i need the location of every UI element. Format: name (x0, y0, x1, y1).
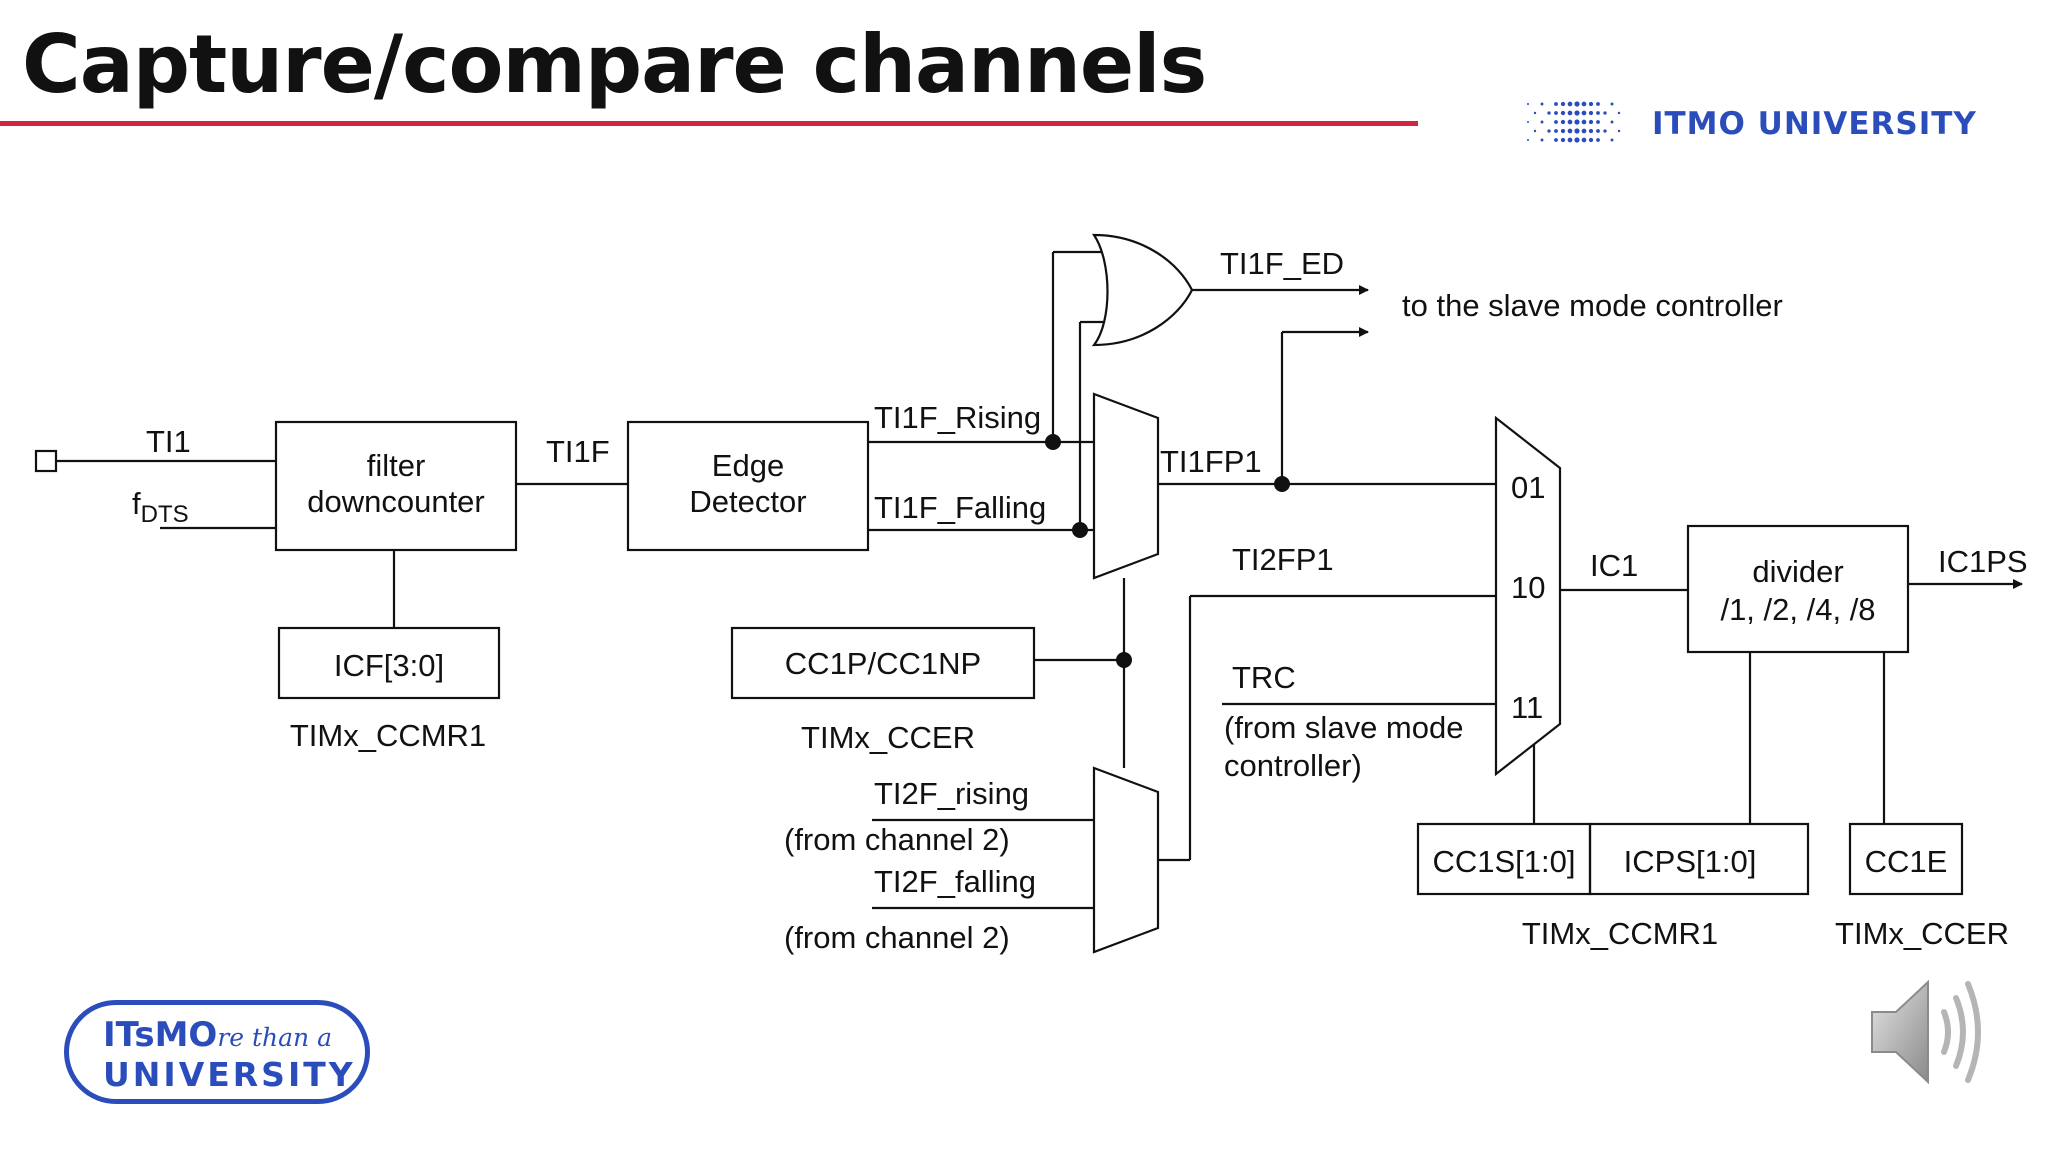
mux-input-11: 11 (1511, 690, 1543, 725)
divider-block (1686, 524, 1910, 654)
itmo-dots-logo-icon (1527, 101, 1621, 143)
edge-detector-block (626, 420, 870, 552)
slide-title: Capture/compare channels (22, 18, 1207, 111)
badge-line-1: ITsMOre than a (103, 1015, 333, 1055)
filter-label-2: downcounter (307, 484, 485, 519)
label-trc-note-2: controller) (1224, 748, 1362, 783)
header-logo-text: ITMO UNIVERSITY (1652, 106, 1977, 142)
filter-label-1: filter (367, 448, 426, 483)
cc1p-register: TIMx_CCER (801, 720, 975, 755)
icps-field (1588, 822, 1810, 896)
label-ti2fp1: TI2FP1 (1232, 542, 1334, 577)
itmo-more-than-university-logo: ITsMOre than a UNIVERSITY (64, 1000, 370, 1104)
label-from-ch2-a: (from channel 2) (784, 822, 1010, 857)
cc1s-label: CC1S[1:0] (1432, 844, 1575, 879)
junction-rising (1045, 434, 1061, 450)
mux-ti2 (1092, 766, 1160, 954)
title-underline (0, 121, 1418, 126)
label-ti2f-rising: TI2F_rising (874, 776, 1029, 811)
cc1p-label: CC1P/CC1NP (785, 646, 981, 681)
label-ti1fp1: TI1FP1 (1160, 444, 1262, 479)
label-ti1f-ed: TI1F_ED (1220, 246, 1344, 281)
label-to-slave: to the slave mode controller (1402, 288, 1783, 323)
divider-label-2: /1, /2, /4, /8 (1720, 592, 1875, 627)
edge-label-2: Detector (689, 484, 806, 519)
ti1-input-pin (34, 449, 58, 473)
cc1p-field (730, 626, 1036, 700)
label-trc: TRC (1232, 660, 1296, 695)
ccmr1-register: TIMx_CCMR1 (1522, 916, 1718, 951)
mux-input-10: 10 (1511, 570, 1545, 605)
badge-line-2: UNIVERSITY (103, 1055, 356, 1094)
label-ti1: TI1 (146, 424, 191, 459)
ccer-register: TIMx_CCER (1835, 916, 2009, 951)
label-ti1f: TI1F (546, 434, 610, 469)
mux-ti1 (1092, 392, 1160, 580)
label-trc-note-1: (from slave mode (1224, 710, 1463, 745)
icf-field (277, 626, 501, 700)
junction-ti1fp1 (1274, 476, 1290, 492)
cc1e-label: CC1E (1865, 844, 1948, 879)
mux-input-01: 01 (1511, 470, 1545, 505)
edge-label-1: Edge (712, 448, 784, 483)
icf-label: ICF[3:0] (334, 648, 444, 683)
label-ti2f-falling: TI2F_falling (874, 864, 1036, 899)
speaker-icon[interactable] (1866, 968, 1994, 1096)
label-ti1f-falling: TI1F_Falling (874, 490, 1046, 525)
filter-block (274, 420, 518, 552)
label-ic1: IC1 (1590, 548, 1638, 583)
label-from-ch2-b: (from channel 2) (784, 920, 1010, 955)
label-ti1f-rising: TI1F_Rising (874, 400, 1041, 435)
divider-label-1: divider (1752, 554, 1843, 589)
cc1e-field (1848, 822, 1964, 896)
label-ic1ps: IC1PS (1938, 544, 2028, 579)
label-fdts: fDTS (132, 486, 189, 528)
junction-falling (1072, 522, 1088, 538)
or-gate (1091, 233, 1194, 347)
junction-polarity (1116, 652, 1132, 668)
icps-label: ICPS[1:0] (1624, 844, 1757, 879)
mux-input-select (1494, 415, 1562, 777)
icf-register: TIMx_CCMR1 (290, 718, 486, 753)
